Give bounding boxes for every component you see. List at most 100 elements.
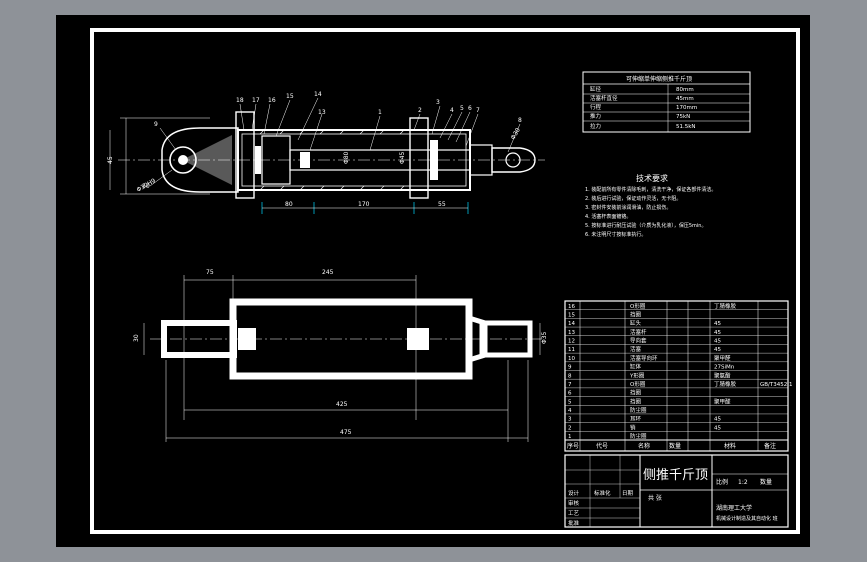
bom-cell-no: 10 xyxy=(568,356,575,362)
rear-pin-hole xyxy=(169,146,197,174)
param-value: 80mm xyxy=(676,87,694,93)
scale-value: 1:2 xyxy=(738,479,748,486)
bom-cell-no: 9 xyxy=(568,365,572,371)
front-port xyxy=(407,328,429,350)
dim-475: 475 xyxy=(340,429,352,436)
balloon-8: 8 xyxy=(518,117,522,124)
bom-cell-material: 45 xyxy=(714,425,721,431)
rear-port xyxy=(238,328,256,350)
bom-cell-name: 活塞杆 xyxy=(630,328,647,336)
cad-drawing: 80 170 55 45 Φ80 Φ45 Φ30H9 Φ30 18 17 16 … xyxy=(90,28,800,534)
bom-cell-name: 活塞导向环 xyxy=(630,354,658,362)
bom-cell-name: 防尘圈 xyxy=(630,406,647,414)
balloon-leaders xyxy=(149,97,521,187)
balloon-2: 2 xyxy=(418,107,422,114)
tech-items: 1. 装配前所有零件清除毛刺，清洗干净，保证各部件清洁。 2. 装后进行试验，保… xyxy=(585,186,716,238)
rear-pin xyxy=(178,155,188,165)
dim-45: 45 xyxy=(107,156,114,164)
param-value: 45mm xyxy=(676,96,694,102)
scale-label: 比例 xyxy=(716,478,728,486)
balloon-17: 17 xyxy=(252,97,260,104)
barrel-bore xyxy=(241,133,467,187)
bom-cell-no: 15 xyxy=(568,312,575,318)
bom-header: 序号 代号 名称 数量 材料 备注 xyxy=(567,442,776,450)
balloon-5: 5 xyxy=(460,105,464,112)
bom-cell-name: Y形圈 xyxy=(629,371,645,379)
dim-bore: Φ80 xyxy=(343,151,350,164)
bom-cell-name: 导向套 xyxy=(630,337,647,345)
balloon-6: 6 xyxy=(468,105,472,112)
balloon-7: 7 xyxy=(476,107,480,114)
bom-header-code: 代号 xyxy=(596,442,608,450)
bom-header-mat: 材料 xyxy=(724,442,736,450)
clevis-hatch xyxy=(182,135,232,185)
role-approver: 批准 xyxy=(568,519,580,527)
role-designer: 设计 xyxy=(568,489,580,497)
rear-clevis xyxy=(161,127,239,193)
bom-cell-no: 6 xyxy=(568,391,572,397)
bom-cell-material: 45 xyxy=(714,321,721,327)
dim-55: 55 xyxy=(438,201,446,208)
bom-cell-name: 耳环 xyxy=(630,416,642,423)
balloon-3: 3 xyxy=(436,99,440,106)
title-block-grid xyxy=(564,454,789,528)
dim-80: 80 xyxy=(285,201,293,208)
rod-nut xyxy=(300,152,310,168)
bom-cell-material: 27SiMn xyxy=(714,365,735,371)
tech-item: 1. 装配前所有零件清除毛刺，清洗干净，保证各部件清洁。 xyxy=(585,186,716,193)
bom-table-grid xyxy=(564,300,789,452)
class-line: 机械设计制造及其自动化 班 xyxy=(716,515,778,522)
bom-cell-name: 缸头 xyxy=(630,319,642,327)
balloon-4: 4 xyxy=(450,107,454,114)
params-rows: 缸径 80mm 活塞杆直径 45mm 行程 170mm 推力 75kN 拉力 5… xyxy=(590,85,697,130)
seal-block xyxy=(255,146,261,174)
title-block-title: 侧推千斤顶 xyxy=(643,468,708,483)
bom-cell-material: 聚氨酯 xyxy=(714,371,731,379)
dim-425: 425 xyxy=(336,401,348,408)
title-block-roles: 设计 审核 工艺 批准 标准化 日期 xyxy=(568,489,634,527)
bom-cell-name: 活塞 xyxy=(630,345,642,353)
section-view xyxy=(109,97,545,214)
bom-cell-material: 45 xyxy=(714,339,721,345)
bom-cell-no: 2 xyxy=(568,425,572,431)
bom-cell-material: 45 xyxy=(714,417,721,423)
barrel-wall-hatch xyxy=(259,129,405,191)
bom-cell-material: 聚甲醛 xyxy=(714,354,731,362)
balloon-15: 15 xyxy=(286,93,294,100)
qty-label: 数量 xyxy=(760,478,772,486)
outline-view xyxy=(143,275,545,442)
role-date: 日期 xyxy=(622,490,634,497)
front-head xyxy=(409,117,429,199)
dim-75: 75 xyxy=(206,269,214,276)
bom-cell-no: 1 xyxy=(568,434,572,440)
bom-cell-name: 挡圈 xyxy=(630,310,642,318)
dim-35: Φ35 xyxy=(541,331,548,344)
bom-cell-no: 8 xyxy=(568,373,572,379)
role-standard: 标准化 xyxy=(594,489,611,497)
bom-cell-no: 7 xyxy=(568,382,572,388)
tech-item: 2. 装后进行试验，保证动作灵活，无卡阻。 xyxy=(585,195,681,202)
tech-title: 技术要求 xyxy=(636,173,668,183)
bom-cell-name: 销 xyxy=(630,423,636,431)
tech-item: 4. 活塞杆表面镀铬。 xyxy=(585,213,631,220)
gland-seal xyxy=(430,140,438,180)
bom-header-note: 备注 xyxy=(764,442,776,450)
param-label: 拉力 xyxy=(590,122,601,130)
sheet-frame xyxy=(90,28,800,534)
drawing-viewport[interactable]: 80 170 55 45 Φ80 Φ45 Φ30H9 Φ30 18 17 16 … xyxy=(56,15,810,547)
balloon-1: 1 xyxy=(378,109,382,116)
bom-cell-name: 缸体 xyxy=(630,363,642,371)
dim-245: 245 xyxy=(322,269,334,276)
balloon-18: 18 xyxy=(236,97,244,104)
front-taper xyxy=(468,315,488,363)
rear-head xyxy=(235,111,255,199)
param-label: 缸径 xyxy=(590,85,602,93)
dim-rod: Φ45 xyxy=(399,151,406,164)
dim-170: 170 xyxy=(358,201,370,208)
bom-cell-name: O形圈 xyxy=(630,302,646,310)
outline-dimension-lines xyxy=(143,275,541,442)
param-label: 行程 xyxy=(590,103,602,111)
bom-cell-material: 45 xyxy=(714,347,721,353)
param-value: 51.5kN xyxy=(676,124,696,130)
dim-rod-pin: Φ30 xyxy=(510,127,522,141)
